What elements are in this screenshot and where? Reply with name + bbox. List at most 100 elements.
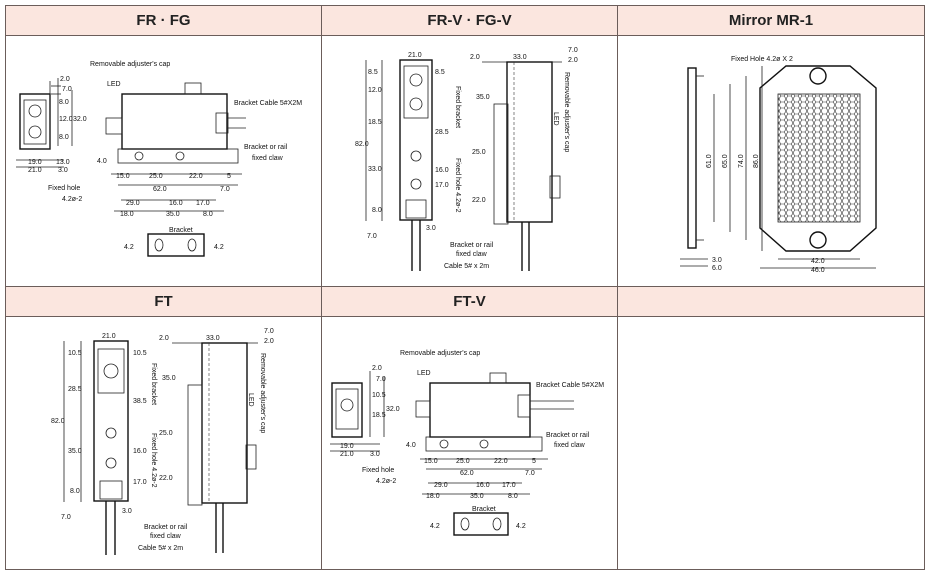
dim-label: 18.0 (426, 493, 440, 500)
dim-label: 10.5 (372, 392, 386, 399)
dim-label: 25.0 (149, 173, 163, 180)
dim-label: 17.0 (133, 479, 147, 486)
side-view-body (121, 93, 228, 150)
dim-label: 7.0 (220, 186, 230, 193)
cable-label: Cable 5# x 2m (444, 263, 489, 270)
fixed-claw-label: fixed claw (150, 533, 182, 540)
mount-hole (809, 67, 827, 85)
dim-label: 8.0 (203, 211, 213, 218)
dim-label: 21.0 (102, 333, 116, 340)
panel-title: FR-V · FG-V (322, 6, 617, 36)
fixed-hole-size: 4.2ø-2 (376, 478, 396, 485)
dim-label: 61.0 (706, 154, 713, 168)
panel-title (618, 287, 924, 317)
dim-label: 42.0 (811, 258, 825, 265)
removable-cap-label: Removable adjuster's cap (90, 61, 170, 68)
dim-label: 21.0 (340, 451, 354, 458)
fixed-claw-label: fixed claw (554, 442, 586, 449)
bracket-detail (453, 512, 509, 536)
mirror-side-profile (687, 67, 697, 249)
dim-label: 22.0 (494, 458, 508, 465)
bracket-cable-label: Bracket Cable 5#X2M (234, 100, 302, 107)
dim-label: 8.0 (372, 207, 382, 214)
dim-label: 4.2 (430, 523, 440, 530)
dim-label: 7.0 (367, 233, 377, 240)
dim-label: 35.0 (68, 448, 82, 455)
dim-label: 22.0 (159, 475, 173, 482)
dim-label: 4.2 (516, 523, 526, 530)
panel-title: Mirror MR-1 (618, 6, 924, 36)
dim-label: 5 (227, 173, 231, 180)
fixed-claw-label: fixed claw (252, 155, 284, 162)
rail-bracket (117, 148, 239, 164)
dim-label: 32.0 (73, 116, 87, 123)
dim-label: 35.0 (162, 375, 176, 382)
dim-label: 21.0 (408, 52, 422, 59)
removable-cap-label: Removable adjuster's cap (563, 72, 570, 152)
dim-label: 2.0 (60, 76, 70, 83)
dim-label: 10.5 (68, 350, 82, 357)
fixed-bracket-label: Fixed bracket (454, 86, 461, 128)
bracket-detail (147, 233, 205, 257)
dim-label: 4.0 (406, 442, 416, 449)
panel-fr-v-fg-v: FR-V · FG-V 21.0 8.5 8.5 12.0 18.5 28.5 … (321, 5, 618, 287)
fixed-hole-label: Fixed Hole 4.2ø X 2 (731, 56, 793, 63)
dim-label: 2.0 (159, 335, 169, 342)
dim-label: 86.0 (753, 154, 760, 168)
led-label: LED (417, 370, 431, 377)
dim-label: 3.0 (426, 225, 436, 232)
dim-label: 7.0 (525, 470, 535, 477)
dim-label: 15.0 (424, 458, 438, 465)
dim-label: 29.0 (434, 482, 448, 489)
dim-label: 3.0 (58, 167, 68, 174)
dim-label: 8.0 (508, 493, 518, 500)
bracket-label: Bracket (472, 506, 496, 513)
dim-label: 25.0 (159, 430, 173, 437)
side-view-body (429, 382, 531, 438)
fixed-hole-size: 4.2ø-2 (62, 196, 82, 203)
dim-label: 22.0 (472, 197, 486, 204)
rail-bracket (425, 436, 543, 452)
mirror-body (759, 65, 877, 252)
dim-label: 8.0 (59, 134, 69, 141)
dim-label: 8.0 (59, 99, 69, 106)
dim-label: 3.0 (122, 508, 132, 515)
dim-label: 17.0 (196, 200, 210, 207)
removable-cap-label: Removable adjuster's cap (400, 350, 480, 357)
panel-title: FT (6, 287, 321, 317)
dim-label: 6.0 (712, 265, 722, 272)
dim-label: 25.0 (456, 458, 470, 465)
dim-label: 33.0 (206, 335, 220, 342)
dim-label: 17.0 (502, 482, 516, 489)
dim-label: 4.2 (124, 244, 134, 251)
dim-label: 16.0 (435, 167, 449, 174)
bracket-rail-label: Bracket or rail (450, 242, 494, 249)
dim-label: 7.0 (62, 86, 72, 93)
lens-circle (28, 104, 42, 118)
led-label: LED (247, 393, 254, 407)
front-view-body (399, 59, 433, 221)
led-label: LED (552, 112, 559, 126)
ft-drawing: 21.0 10.5 10.5 28.5 38.5 82.0 35.0 16.0 … (51, 328, 274, 555)
bracket-label: Bracket (169, 227, 193, 234)
dim-label: 74.0 (738, 154, 745, 168)
panel-ft-v: FT-V Removable adjuster's cap LED Bracke… (321, 286, 618, 570)
dim-label: 28.5 (435, 129, 449, 136)
removable-cap-label: Removable adjuster's cap (259, 353, 266, 433)
dim-label: 7.0 (264, 328, 274, 335)
panel-ft: FT 21.0 10.5 10.5 28.5 38.5 82.0 35.0 16… (5, 286, 322, 570)
dim-label: 35.0 (476, 94, 490, 101)
panel-title: FR · FG (6, 6, 321, 36)
dim-label: 46.0 (811, 267, 825, 274)
adjuster-cap (245, 444, 257, 470)
bracket-rail-label: Bracket or rail (144, 524, 188, 531)
dim-label: 7.0 (61, 514, 71, 521)
dim-label: 18.5 (372, 412, 386, 419)
dim-label: 2.0 (470, 54, 480, 61)
lens-circle (409, 73, 423, 87)
panel-fr-fg: FR · FG 2.0 7.0 8.0 12.0 32.0 8.0 19.0 1… (5, 5, 322, 287)
dim-label: 62.0 (460, 470, 474, 477)
dim-label: 82.0 (51, 418, 65, 425)
dim-label: 7.0 (376, 376, 386, 383)
dim-label: 4.0 (97, 158, 107, 165)
